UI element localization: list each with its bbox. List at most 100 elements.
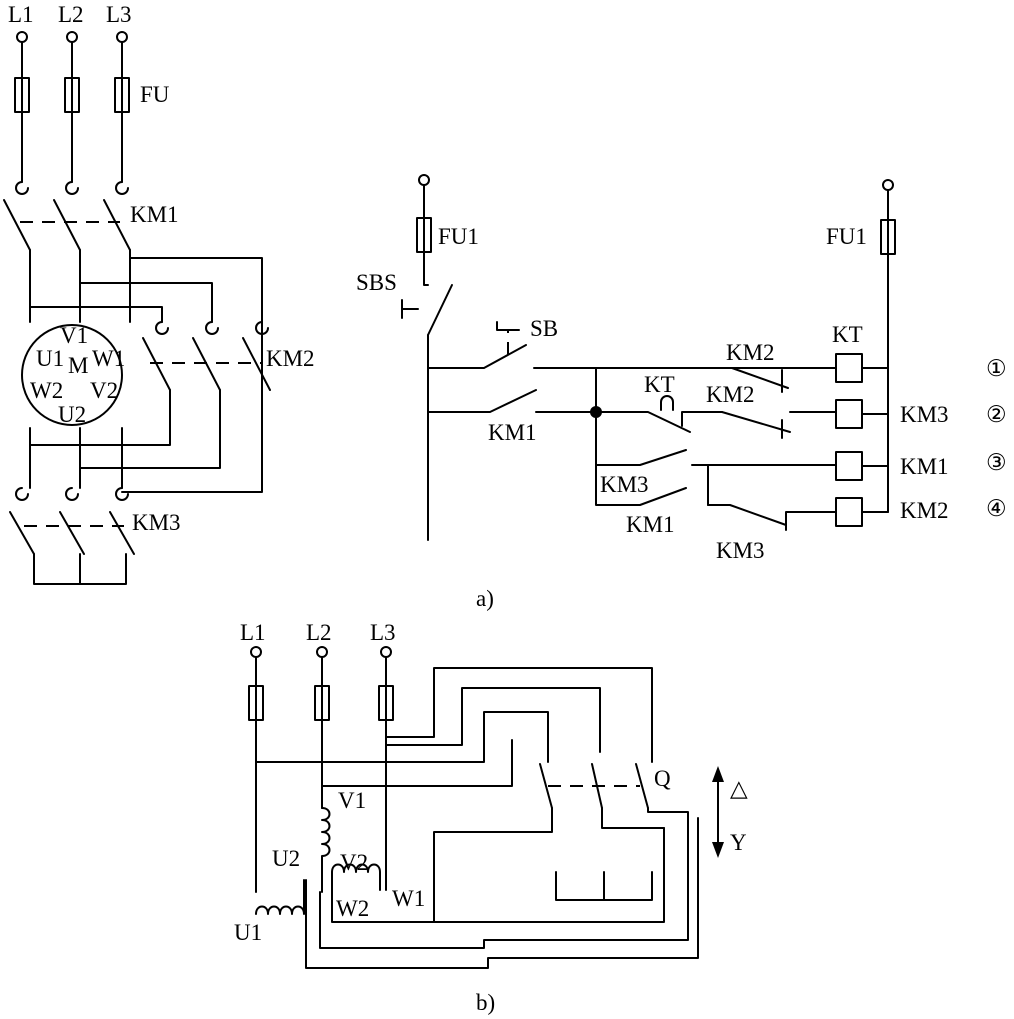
b-phase-label-l3: L3 [370,620,396,645]
kt-contact-label: KT [644,372,675,397]
winding-label-w1: W1 [392,886,425,911]
km3-contacts [9,511,135,555]
coil-feed-wires [781,367,837,413]
star-label: Y [730,830,747,855]
sb-label: SB [530,316,558,341]
phase-label-l1: L1 [8,2,34,27]
b-return-1 [433,807,665,923]
coil-return-wires [861,367,889,513]
km1-hooks [15,181,129,195]
km2-label: KM2 [266,346,315,371]
fuse-elements [21,77,123,113]
phase-label-l3: L3 [106,2,132,27]
km2-nc-contact-1 [731,367,789,393]
motor-u1-label: U1 [36,346,64,371]
sbs-contact [427,284,453,336]
winding-label-w2: W2 [336,896,369,921]
fuse-label: FU [140,82,170,107]
b-star-point [555,871,653,901]
control-circuit: FU1 SBS SB KM1 KT KM2 KM2 [356,174,1007,563]
rung-number-1: ① [986,356,1007,381]
b-wire-l1 [255,711,549,763]
km2-coil [835,497,863,527]
arrow-up-icon [712,766,724,782]
b-terminal-l3 [380,646,392,658]
b-wire-l3-outer [385,667,653,763]
coil-label-km1: KM1 [900,454,949,479]
motor-w1-label: W1 [92,346,125,371]
control-terminal-right [882,179,894,191]
motor-w2-label: W2 [30,378,63,403]
km2-nc-label-1: KM2 [726,340,775,365]
motor-v2-label: V2 [90,378,118,403]
terminal-l1 [16,31,28,43]
motor-m-label: M [68,353,88,378]
km3-contact-label: KM3 [600,472,649,497]
km1-label: KM1 [130,202,179,227]
caption-a: a) [476,586,494,611]
rung-number-4: ④ [986,496,1007,521]
q-switch-label: Q [654,766,671,791]
phase-label-l2: L2 [58,2,84,27]
kt-delay-symbol [660,395,674,411]
motor-u2-label: U2 [58,402,86,427]
kt-coil-label: KT [832,322,863,347]
kt-coil [835,353,863,383]
power-circuit: L1 L2 L3 FU KM1 KM2 [3,2,315,585]
b-wire-l2 [321,719,513,787]
km3-contact-lower [611,464,709,506]
b-return-3 [319,807,689,949]
b-phase-label-l1: L1 [240,620,266,645]
km2-hooks [155,321,269,335]
fu1-left-label: FU1 [438,224,479,249]
coil-label-km2: KM2 [900,498,949,523]
km2-nc-contact-2 [721,411,791,439]
winding-label-v1: V1 [338,788,366,813]
winding-label-u2: U2 [272,846,300,871]
winding-label-v2: V2 [340,850,368,875]
motor-to-km3-wires [29,427,123,489]
b-terminal-l1 [250,646,262,658]
fu1-right-label: FU1 [826,224,867,249]
km3-nc-contact [707,504,837,531]
delta-label: △ [730,776,748,801]
wire-km1-to-km2-left [29,306,163,323]
kt-to-km2 [681,411,723,427]
sb-contact [427,344,527,369]
motor-circle [21,324,123,426]
b-return-2 [601,807,665,829]
km3-coil [835,399,863,429]
supply-wires [21,41,123,79]
km1-to-motor-wires [29,249,131,323]
b-wire-l3-mid [385,687,601,753]
control-wire-left-mid [423,251,429,286]
sbs-label: SBS [356,270,397,295]
km3-star-point [33,553,127,585]
km3-nc-label: KM3 [716,538,765,563]
winding-v1 [321,807,331,893]
fuse-to-km1-wires [21,111,123,183]
motor-v1-label: V1 [60,323,88,348]
b-supply-wires [255,656,387,687]
terminal-l2 [66,31,78,43]
km1-contacts [3,199,131,251]
winding-label-u1: U1 [234,920,262,945]
km2-output-wires [29,389,221,469]
winding-u [255,879,305,915]
km3-hooks [15,487,129,501]
b-return-u1 [305,817,699,969]
km3-label: KM3 [132,510,181,535]
b-phase-label-l2: L2 [306,620,332,645]
junction-vertical [595,367,613,506]
b-terminal-l2 [316,646,328,658]
arrow-down-icon [712,842,724,858]
km1-nc-label: KM1 [626,512,675,537]
caption-b: b) [476,990,495,1015]
rung-number-3: ③ [986,450,1007,475]
km2-nc-label-2: KM2 [706,382,755,407]
km1-coil [835,451,863,481]
sbs-actuator [401,299,419,319]
kt-timed-contact [595,411,691,433]
wire-km1-to-km2-mid [79,282,213,323]
